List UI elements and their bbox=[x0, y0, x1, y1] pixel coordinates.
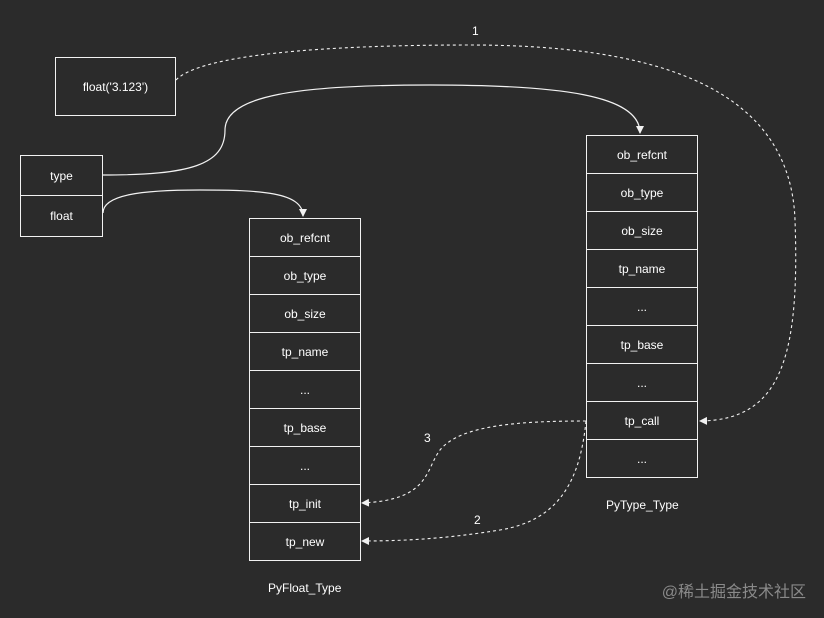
pyfloat-field-tp-new: tp_new bbox=[285, 535, 325, 549]
call-expression-label: float('3.123') bbox=[82, 79, 149, 94]
pytype-field: ob_type bbox=[587, 174, 697, 212]
pytype-field-tp-call: tp_call bbox=[587, 402, 697, 440]
step-label-2: 2 bbox=[474, 513, 481, 527]
arrow-step-3 bbox=[361, 420, 587, 507]
arrow-step-1 bbox=[175, 44, 797, 425]
pytype-field: ... bbox=[636, 452, 647, 466]
arrow-step-2 bbox=[361, 420, 587, 545]
pyfloat-field: ob_size bbox=[250, 295, 360, 333]
name-type: type bbox=[21, 156, 102, 196]
pyfloat-type-struct: ob_refcnt ob_type ob_size tp_name ... tp… bbox=[249, 218, 361, 561]
step-label-1: 1 bbox=[472, 24, 479, 38]
pytype-caption: PyType_Type bbox=[606, 498, 679, 512]
pyfloat-field: ... bbox=[250, 371, 360, 409]
pytype-field: ob_refcnt bbox=[587, 136, 697, 174]
pyfloat-field: tp_name bbox=[250, 333, 360, 371]
arrow-float-to-pyfloat bbox=[102, 189, 307, 217]
names-column: type float bbox=[20, 155, 103, 237]
arrow-type-to-pytype bbox=[102, 84, 644, 176]
watermark: @稀土掘金技术社区 bbox=[661, 584, 806, 601]
step-label-3: 3 bbox=[424, 431, 431, 445]
call-expression-box: float('3.123') bbox=[55, 57, 176, 116]
pyfloat-field-tp-init: tp_init bbox=[250, 485, 360, 523]
pyfloat-field: ob_type bbox=[250, 257, 360, 295]
pytype-field: ... bbox=[587, 288, 697, 326]
pytype-field: tp_name bbox=[587, 250, 697, 288]
pyfloat-field: ob_refcnt bbox=[250, 219, 360, 257]
pyfloat-field: tp_base bbox=[250, 409, 360, 447]
pyfloat-field: ... bbox=[250, 447, 360, 485]
name-float: float bbox=[50, 209, 73, 223]
pytype-field: tp_base bbox=[587, 326, 697, 364]
pytype-field: ob_size bbox=[587, 212, 697, 250]
pytype-field: ... bbox=[587, 364, 697, 402]
pyfloat-caption: PyFloat_Type bbox=[268, 581, 342, 595]
pytype-type-struct: ob_refcnt ob_type ob_size tp_name ... tp… bbox=[586, 135, 698, 478]
